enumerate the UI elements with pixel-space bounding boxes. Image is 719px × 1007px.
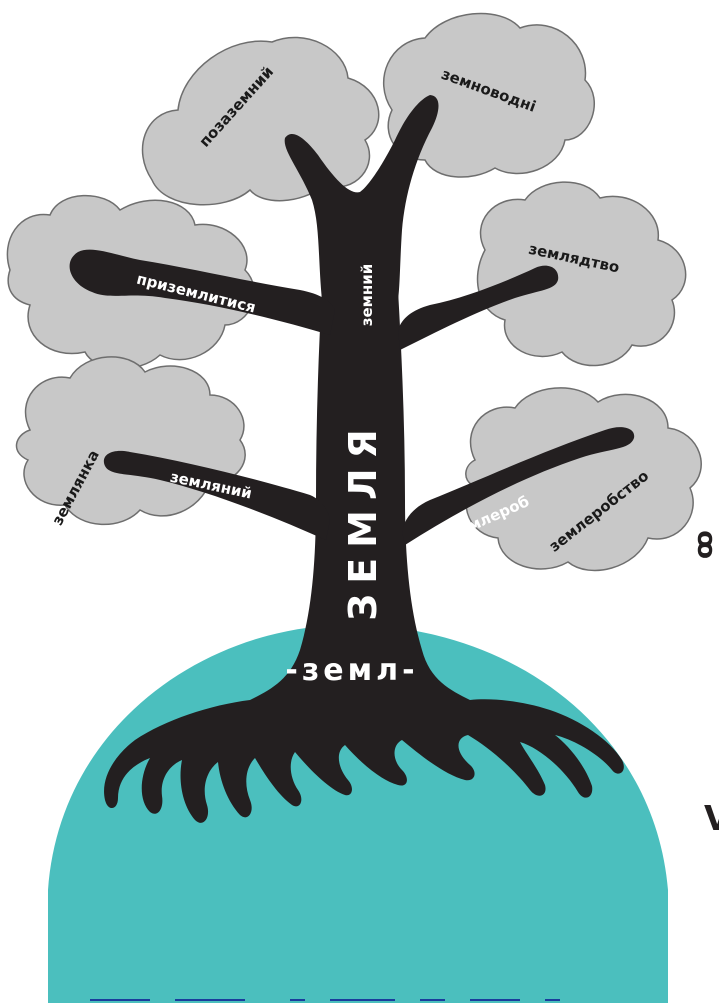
- root-word: -земл-: [285, 653, 418, 688]
- tree-silhouette: [69, 95, 635, 823]
- trunk: [250, 290, 470, 700]
- branch-right-lower: [402, 427, 635, 545]
- cloud-right-lower: [465, 387, 702, 572]
- upper-fork: [284, 95, 439, 300]
- cloud-left-lower: [15, 356, 246, 526]
- cloud-top-left: [141, 36, 380, 206]
- cloud-top-right: [382, 12, 595, 178]
- branch-left-upper: [69, 249, 336, 335]
- edge-mark-upper: ꝏ: [689, 530, 719, 559]
- edge-mark-lower: ᐯ: [704, 799, 719, 839]
- branch-right-upper: [398, 265, 559, 350]
- roots: [104, 699, 624, 823]
- trunk-word: ЗЕМЛЯ: [341, 419, 385, 621]
- branch-left-lower: [103, 450, 330, 540]
- cloud-right-upper: [476, 181, 687, 367]
- branch-word-trunk-upper: земний: [358, 264, 376, 327]
